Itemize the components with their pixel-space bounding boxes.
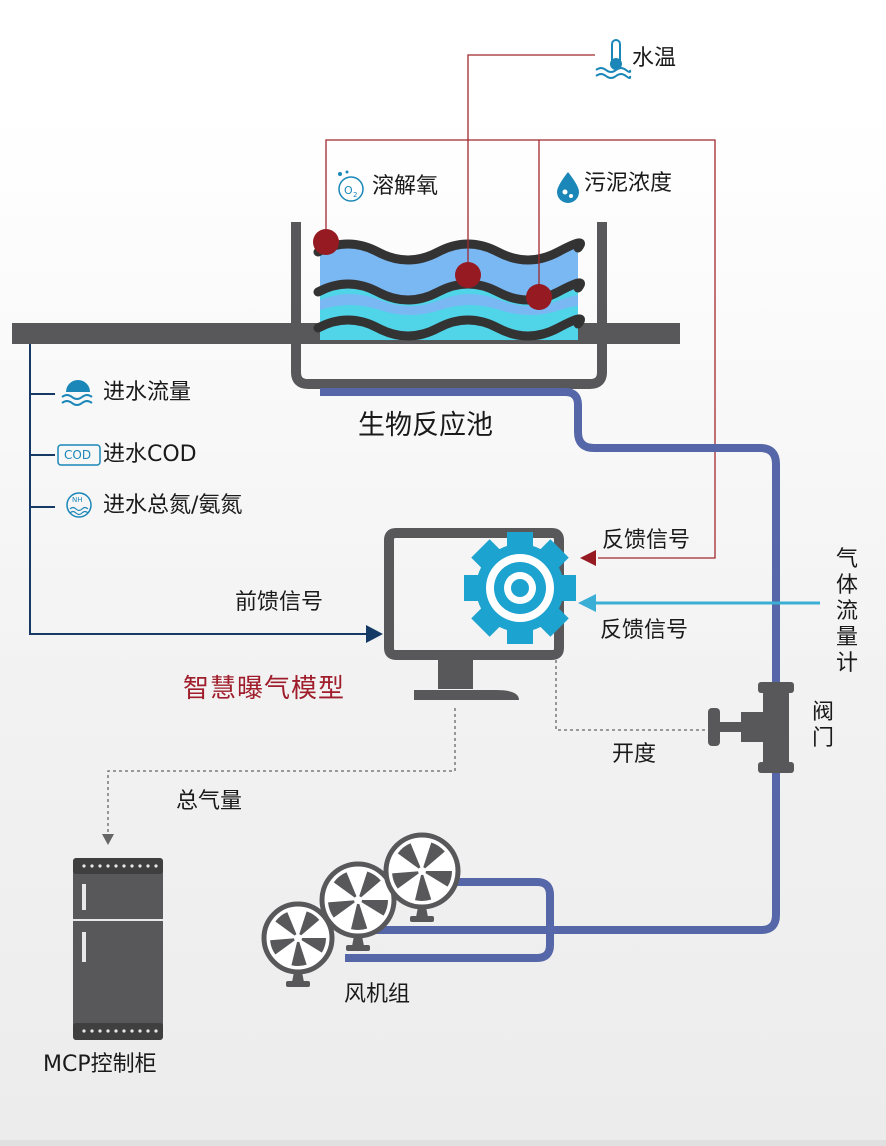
sensor-dot-sludge [526,284,552,310]
water-drop-icon [557,172,579,203]
tank-label: 生物反应池 [358,410,493,441]
nh-icon-text: NH [72,496,83,504]
inflow-cod-label: 进水COD [103,442,197,467]
sensor-lines [325,54,716,559]
valve-icon [708,682,794,773]
gas-flowmeter-char: 计 [835,651,858,676]
fan-icon [383,832,461,922]
gas-flowmeter-char: 气 [835,547,858,572]
fan-icon [261,901,335,987]
svg-text:O: O [344,184,353,197]
thermometer-water-icon [595,39,632,79]
tank-walls [291,222,607,389]
sensor-label-water-temp: 水温 [632,46,677,71]
sensor-dot-temp [455,262,481,288]
feedforward-signal-label: 前馈信号 [235,590,324,615]
fan-icon [319,861,397,951]
valve-char: 门 [811,726,834,751]
sensor-label-sludge-concentration: 污泥浓度 [584,171,673,196]
svg-text:2: 2 [353,191,357,199]
blower-group [261,832,461,987]
gear-icon [464,532,576,644]
dashed-links [107,648,708,835]
model-label: 智慧曝气模型 [183,674,346,704]
feedforward-arrow [366,625,383,643]
bottom-rule [0,1140,886,1146]
valve-label: 阀 门 [810,700,836,752]
sensor-dot-oxygen [313,229,339,255]
feedback-signal-top-label: 反馈信号 [602,528,691,553]
valve-char: 阀 [811,700,834,725]
gas-flowmeter-label: 气 体 流 量 计 [834,547,860,677]
cabinet-icon [73,858,163,1040]
o2-icon: O 2 [338,170,364,202]
monitor-icon [384,528,564,700]
cod-badge-icon [57,444,101,466]
inflow-nitrogen-label: 进水总氮/氨氮 [103,493,243,518]
air-pipe [320,388,780,962]
inflow-flow-label: 进水流量 [103,380,192,405]
gas-flowmeter-char: 流 [835,599,858,624]
cod-badge-text: COD [64,448,92,462]
gas-flowmeter-char: 量 [835,625,858,650]
feedforward-line [29,344,368,635]
feedback-signal-bottom-label: 反馈信号 [600,618,689,643]
water-flow-icon [61,380,93,406]
gas-flowmeter-char: 体 [835,573,858,598]
mcp-cabinet-label: MCP控制柜 [43,1052,157,1077]
sensor-label-dissolved-oxygen: 溶解氧 [372,174,439,199]
nh-icon [66,492,92,518]
gas-feedback-arrow [578,594,596,612]
total-air-label: 总气量 [176,789,243,814]
total-air-arrow [102,834,114,845]
opening-label: 开度 [612,742,657,767]
feedback-arrow-top [580,550,596,566]
blower-label: 风机组 [344,982,411,1007]
